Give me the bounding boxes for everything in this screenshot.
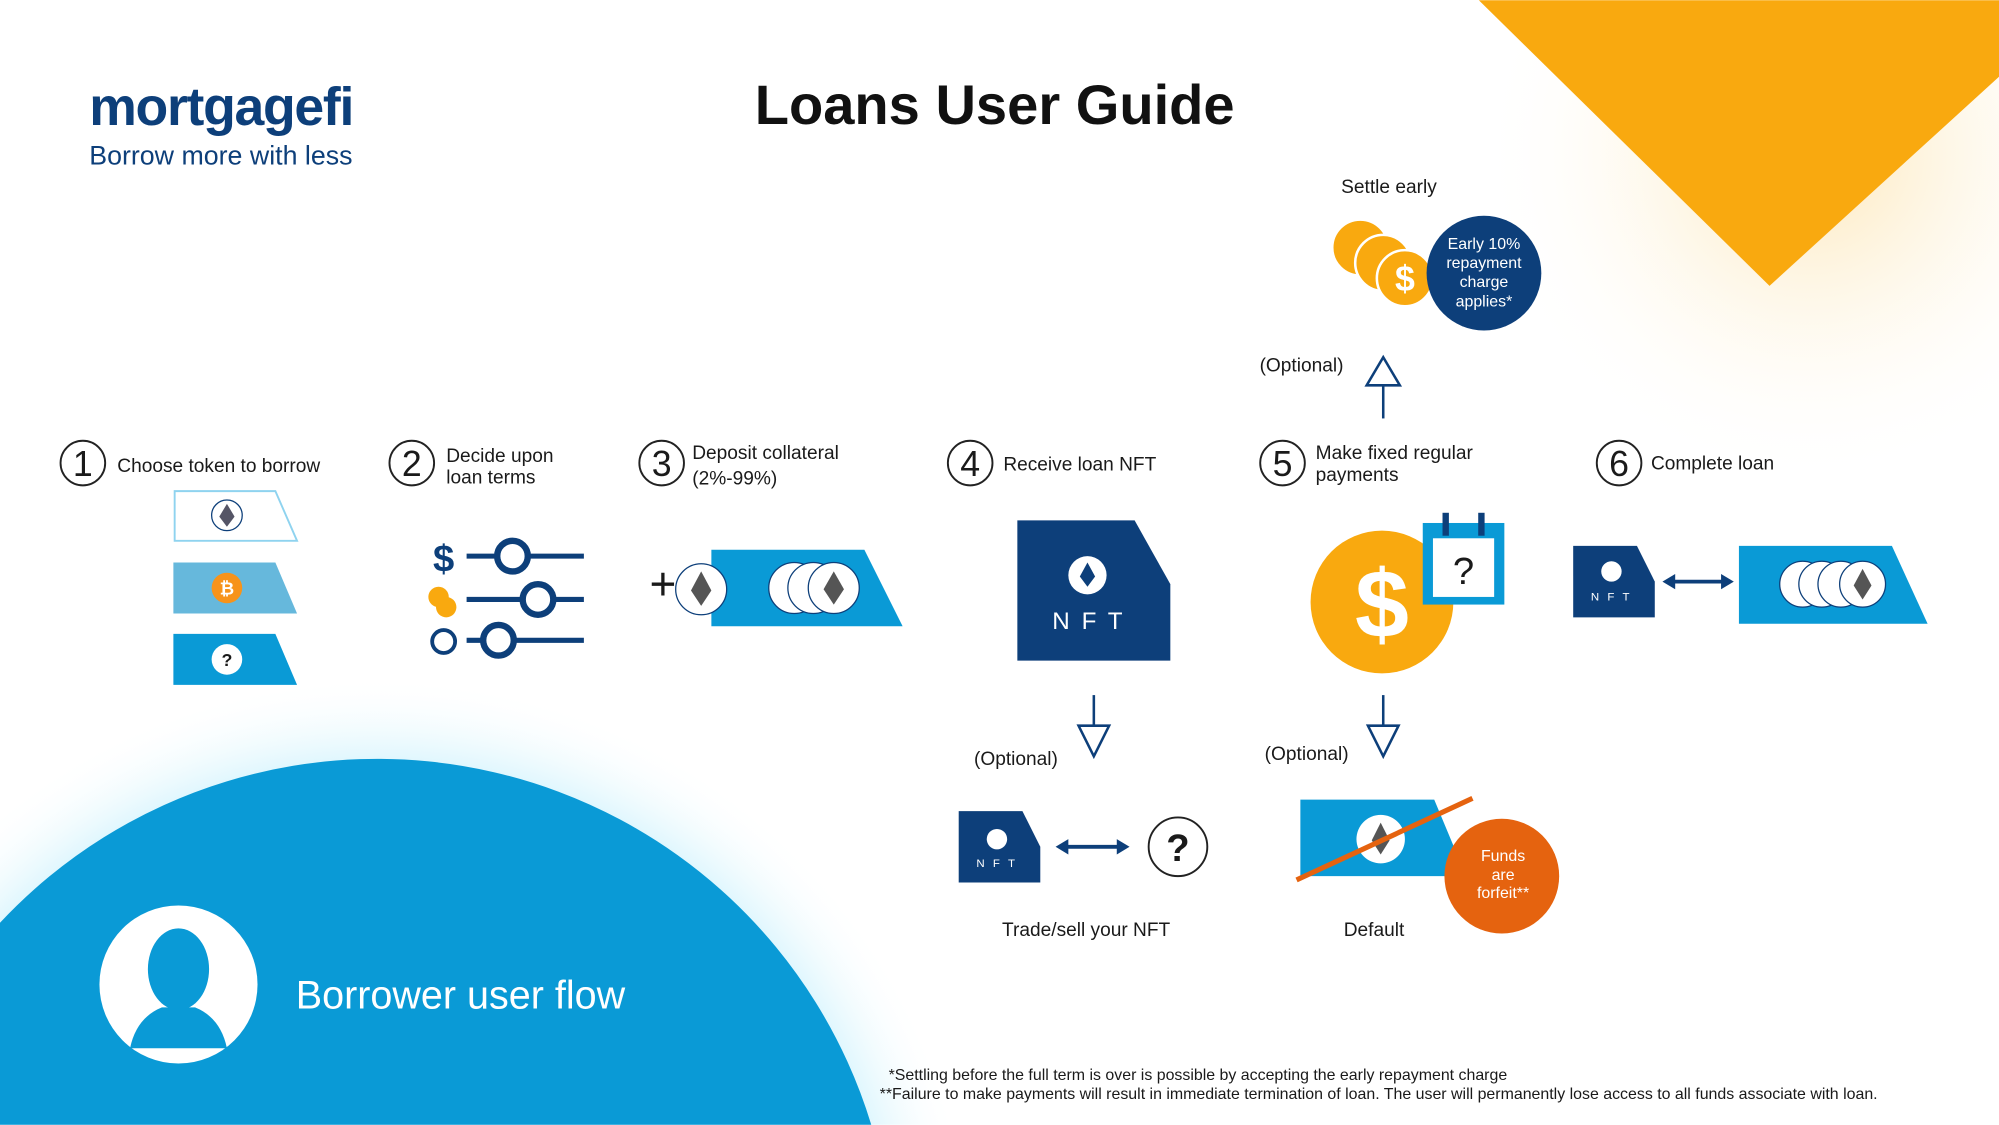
early-charge-badge bbox=[1426, 215, 1542, 331]
user-avatar-icon bbox=[99, 905, 258, 1064]
page-title: Loans User Guide bbox=[755, 73, 1235, 136]
default-icon bbox=[1295, 796, 1560, 934]
logo: mortgagefi bbox=[89, 78, 353, 137]
arrow-down-icon bbox=[1076, 695, 1112, 760]
coins-icon: $ bbox=[1330, 218, 1435, 308]
badge-line: Funds bbox=[1481, 848, 1525, 865]
calendar-question-mark: ? bbox=[1453, 550, 1474, 593]
forfeit-badge-text: Funds are forfeit** bbox=[1477, 848, 1529, 902]
svg-text:$: $ bbox=[433, 537, 454, 580]
badge-line: applies* bbox=[1456, 293, 1513, 310]
step-label-4: Receive loan NFT bbox=[1003, 455, 1156, 476]
arrow-up-icon bbox=[1364, 354, 1403, 419]
step-number-3: 3 bbox=[652, 444, 672, 484]
footnote-2: **Failure to make payments will result i… bbox=[880, 1086, 1878, 1103]
badge-line: charge bbox=[1460, 274, 1509, 291]
step-circle-6 bbox=[1595, 439, 1643, 487]
settle-optional: (Optional) bbox=[1260, 355, 1344, 376]
trade-optional: (Optional) bbox=[974, 749, 1058, 770]
step-number-2: 2 bbox=[402, 444, 422, 484]
step-label-2a: Decide upon bbox=[446, 446, 553, 467]
trade-nft-icon: N F T ? bbox=[958, 811, 1209, 883]
orange-triangle bbox=[1478, 0, 1999, 286]
question-mark: ? bbox=[221, 650, 232, 670]
step-circle-2 bbox=[388, 439, 436, 487]
step-number-6: 6 bbox=[1609, 444, 1629, 484]
badge-line: forfeit** bbox=[1477, 885, 1529, 902]
step-label-3b: (2%-99%) bbox=[692, 469, 777, 490]
step-label-2b: loan terms bbox=[446, 467, 535, 488]
step-label-6: Complete loan bbox=[1651, 453, 1774, 474]
nft-label-complete: N F T bbox=[1591, 592, 1632, 604]
default-label: Default bbox=[1344, 920, 1405, 941]
svg-text:₿: ₿ bbox=[220, 578, 235, 598]
step-label-5b: payments bbox=[1316, 465, 1399, 486]
early-charge-text: Early 10% repayment charge applies* bbox=[1446, 236, 1522, 310]
badge-line: Early 10% bbox=[1448, 236, 1521, 253]
payment-calendar-icon: $ ? bbox=[1310, 512, 1505, 674]
step-circle-4 bbox=[946, 439, 994, 487]
step-circle-1 bbox=[59, 439, 107, 487]
svg-text:$: $ bbox=[1355, 550, 1409, 659]
step-label-5a: Make fixed regular bbox=[1316, 443, 1474, 464]
step-circle-5 bbox=[1259, 439, 1306, 487]
step-number-4: 4 bbox=[960, 444, 980, 484]
step-number-5: 5 bbox=[1273, 444, 1293, 484]
arrow-down-icon bbox=[1365, 695, 1401, 760]
settle-label: Settle early bbox=[1341, 177, 1437, 198]
step-circle-3 bbox=[638, 439, 685, 487]
complete-loan-icon: N F T bbox=[1573, 545, 1928, 624]
default-optional: (Optional) bbox=[1265, 744, 1349, 765]
trade-label: Trade/sell your NFT bbox=[1002, 920, 1170, 941]
svg-text:+: + bbox=[650, 557, 677, 609]
borrower-flow-label: Borrower user flow bbox=[296, 974, 626, 1018]
nft-label-large: N F T bbox=[1052, 608, 1125, 635]
footnote-1: *Settling before the full term is over i… bbox=[889, 1067, 1508, 1084]
badge-line: are bbox=[1492, 867, 1515, 884]
loan-nft-icon: N F T bbox=[1017, 520, 1171, 661]
step-number-1: 1 bbox=[73, 444, 93, 484]
step-label-3a: Deposit collateral bbox=[692, 443, 839, 464]
svg-text:$: $ bbox=[1395, 259, 1415, 299]
tagline: Borrow more with less bbox=[89, 141, 352, 171]
step-label-1: Choose token to borrow bbox=[117, 456, 320, 477]
sliders-icon: $ bbox=[428, 537, 584, 659]
token-options[interactable]: ₿ ? bbox=[173, 490, 299, 685]
deposit-collateral-icon: + bbox=[650, 549, 903, 627]
nft-label-small: N F T bbox=[976, 858, 1017, 870]
badge-line: repayment bbox=[1446, 255, 1522, 272]
unknown-token-icon: ? bbox=[1166, 827, 1189, 870]
